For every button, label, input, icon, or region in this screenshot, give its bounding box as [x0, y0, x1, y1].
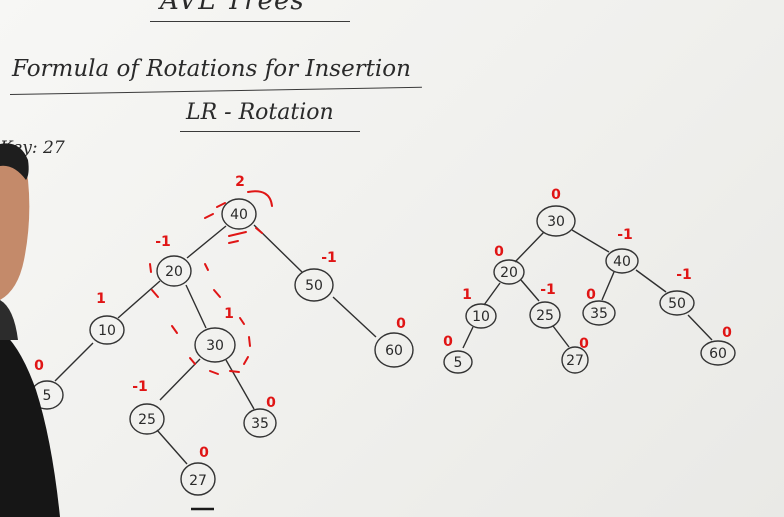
svg-text:25: 25	[138, 412, 156, 428]
svg-text:30: 30	[547, 214, 565, 230]
svg-text:40: 40	[230, 207, 248, 223]
svg-text:10: 10	[98, 323, 116, 339]
title-underline	[150, 21, 350, 22]
before-tree-node-35: 35 0	[243, 395, 277, 438]
after-tree-node-50: 50 -1	[659, 267, 695, 316]
svg-text:0: 0	[443, 334, 453, 350]
svg-text:1: 1	[96, 291, 106, 307]
svg-text:0: 0	[396, 316, 406, 332]
svg-text:-1: -1	[155, 234, 171, 250]
svg-text:20: 20	[500, 265, 518, 281]
rotation-marks	[149, 190, 273, 375]
after-tree-node-20: 20 0	[493, 244, 525, 285]
after-tree-node-30: 30 0	[536, 187, 576, 237]
svg-text:0: 0	[722, 325, 732, 341]
svg-text:30: 30	[206, 338, 224, 354]
after-tree-node-10: 10 1	[462, 287, 497, 329]
before-tree-node-25: 25 -1	[129, 379, 165, 435]
before-tree-node-50: 50 -1	[294, 250, 337, 302]
svg-text:-1: -1	[540, 282, 556, 298]
before-tree-edges	[54, 224, 377, 465]
svg-text:50: 50	[305, 278, 323, 294]
before-tree-node-60: 60 0	[374, 316, 414, 368]
svg-text:20: 20	[165, 264, 183, 280]
after-tree-node-60: 60 0	[700, 325, 736, 366]
svg-text:1: 1	[462, 287, 472, 303]
after-tree-node-35: 35 0	[582, 287, 616, 326]
after-tree-node-27: 27 0	[561, 336, 589, 374]
svg-text:35: 35	[251, 416, 269, 432]
svg-text:27: 27	[566, 353, 584, 369]
svg-text:2: 2	[235, 174, 245, 190]
svg-text:5: 5	[43, 388, 52, 404]
svg-text:-1: -1	[132, 379, 148, 395]
svg-text:60: 60	[385, 343, 403, 359]
svg-text:0: 0	[494, 244, 504, 260]
svg-text:-1: -1	[676, 267, 692, 283]
svg-text:25: 25	[536, 308, 554, 324]
svg-text:0: 0	[551, 187, 561, 203]
svg-text:10: 10	[472, 309, 490, 325]
svg-text:0: 0	[34, 358, 44, 374]
svg-text:35: 35	[590, 306, 608, 322]
after-tree-edges	[462, 229, 713, 349]
after-tree-node-5: 5 0	[443, 334, 473, 374]
rotation-heading: LR - Rotation	[186, 100, 334, 125]
before-tree-node-30: 30 1	[194, 306, 236, 363]
svg-text:50: 50	[668, 296, 686, 312]
svg-text:-1: -1	[617, 227, 633, 243]
svg-text:5: 5	[454, 355, 463, 371]
svg-text:60: 60	[709, 346, 727, 362]
before-tree-node-27: 27 0	[180, 445, 216, 496]
svg-text:1: 1	[224, 306, 234, 322]
svg-text:27: 27	[189, 473, 207, 489]
before-tree-node-40: 40 2	[221, 174, 257, 230]
svg-text:0: 0	[266, 395, 276, 411]
svg-text:0: 0	[579, 336, 589, 352]
svg-text:-1: -1	[321, 250, 337, 266]
page-title: AVL Trees	[160, 0, 305, 16]
before-tree-node-10: 10 1	[89, 291, 125, 345]
subtitle: Formula of Rotations for Insertion	[12, 56, 411, 82]
after-tree-node-25: 25 -1	[529, 282, 561, 329]
before-tree-node-20: 20 -1	[155, 234, 192, 287]
rotation-underline	[180, 131, 360, 132]
presenter-figure	[0, 143, 60, 517]
svg-text:40: 40	[613, 254, 631, 270]
svg-text:0: 0	[586, 287, 596, 303]
after-tree-node-40: 40 -1	[605, 227, 639, 274]
svg-text:0: 0	[199, 445, 209, 461]
